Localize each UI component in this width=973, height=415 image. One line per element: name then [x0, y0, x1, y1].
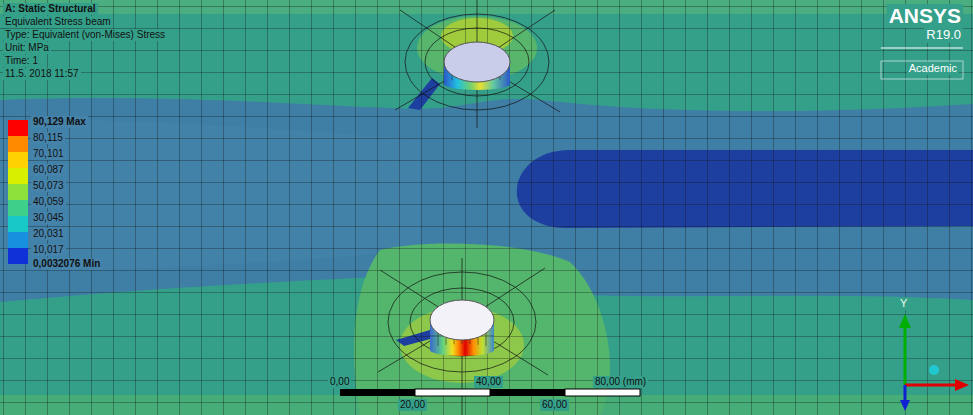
scale-number: 40,00 [474, 376, 503, 388]
legend-value: 40,059 [31, 196, 66, 208]
scale-bar [340, 389, 640, 396]
legend-value: 30,045 [31, 212, 66, 224]
scale-number: 20,00 [398, 399, 427, 411]
time-note: Time: 1 [3, 55, 40, 67]
result-type: Type: Equivalent (von-Mises) Stress [3, 29, 167, 41]
legend-value: 90,129 Max [31, 116, 88, 128]
legend-value: 60,087 [31, 164, 66, 176]
legend-swatch [8, 168, 28, 184]
legend-swatch [8, 216, 28, 232]
date-stamp: 11.5. 2018 11:57 [3, 68, 81, 80]
legend-swatch [8, 248, 28, 264]
unit-note: Unit: MPa [3, 42, 51, 54]
legend-swatch [8, 136, 28, 152]
axis-label: Y [898, 297, 909, 310]
legend-value: 10,017 [31, 244, 66, 256]
legend-swatch [8, 120, 28, 136]
legend-value: 20,031 [31, 228, 66, 240]
scale-number: 0,00 [328, 376, 351, 388]
legend-swatch [8, 152, 28, 168]
plot-title: A: Static Structural [3, 3, 98, 15]
legend-swatch [8, 232, 28, 248]
axis-triad [899, 314, 969, 411]
legend-min: 0,0032076 Min [31, 258, 102, 270]
legend-value: 80,115 [31, 132, 65, 144]
result-name: Equivalent Stress beam [3, 16, 113, 28]
brand-logo: ANSYS [887, 4, 963, 28]
licence-tag: Academic [907, 62, 959, 75]
scale-number: 80,00 (mm) [593, 376, 648, 388]
legend-swatch [8, 184, 28, 200]
legend-value: 70,101 [31, 148, 66, 160]
legend-value: 50,073 [31, 180, 66, 192]
scale-number: 60,00 [540, 399, 569, 411]
legend-swatch [8, 200, 28, 216]
release-tag: R19.0 [924, 28, 963, 43]
